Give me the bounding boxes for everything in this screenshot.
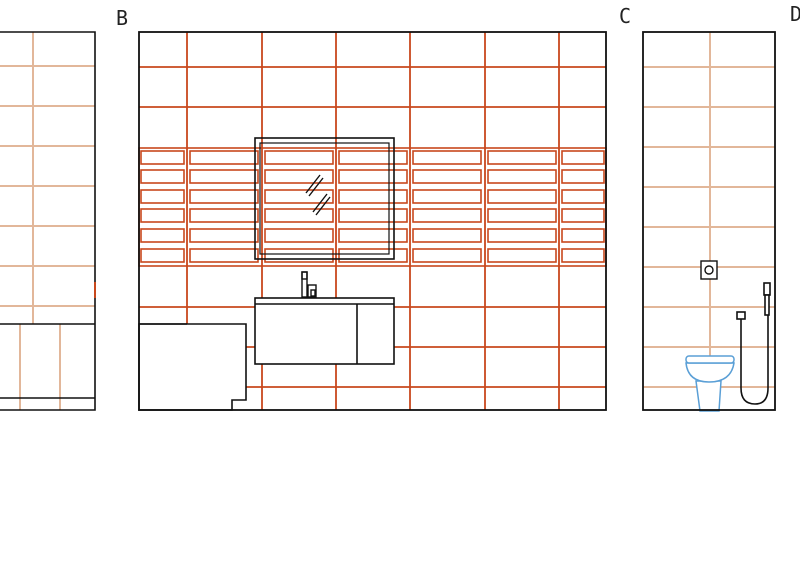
left-wall-outline xyxy=(0,31,96,411)
toilet xyxy=(685,355,735,412)
elevation-c-panel xyxy=(642,31,776,412)
mirror xyxy=(254,137,395,260)
border-tile-row-5 xyxy=(140,228,605,243)
hand-shower xyxy=(736,282,771,405)
border-tile-row-6 xyxy=(140,248,605,263)
border-tile-row-2 xyxy=(140,169,605,184)
bathtub-block xyxy=(138,323,247,411)
elevation-c-tile-grid xyxy=(643,32,775,410)
left-tile-grid xyxy=(0,32,95,410)
border-tile-row-4 xyxy=(140,208,605,223)
view-label-b: B xyxy=(116,6,129,30)
elevation-c-outline xyxy=(642,31,776,411)
faucet xyxy=(301,271,317,298)
view-label-d: D xyxy=(790,2,800,26)
view-label-c: C xyxy=(619,4,632,28)
elevation-b-panel xyxy=(138,31,607,411)
left-elevation-panel xyxy=(0,31,96,411)
border-tile-row-3 xyxy=(140,189,605,204)
border-tile-band xyxy=(138,147,607,267)
border-tile-row-1 xyxy=(140,150,605,165)
elevation-b-outline xyxy=(138,31,607,411)
flush-valve xyxy=(700,260,718,280)
vanity-cabinet xyxy=(254,297,395,365)
